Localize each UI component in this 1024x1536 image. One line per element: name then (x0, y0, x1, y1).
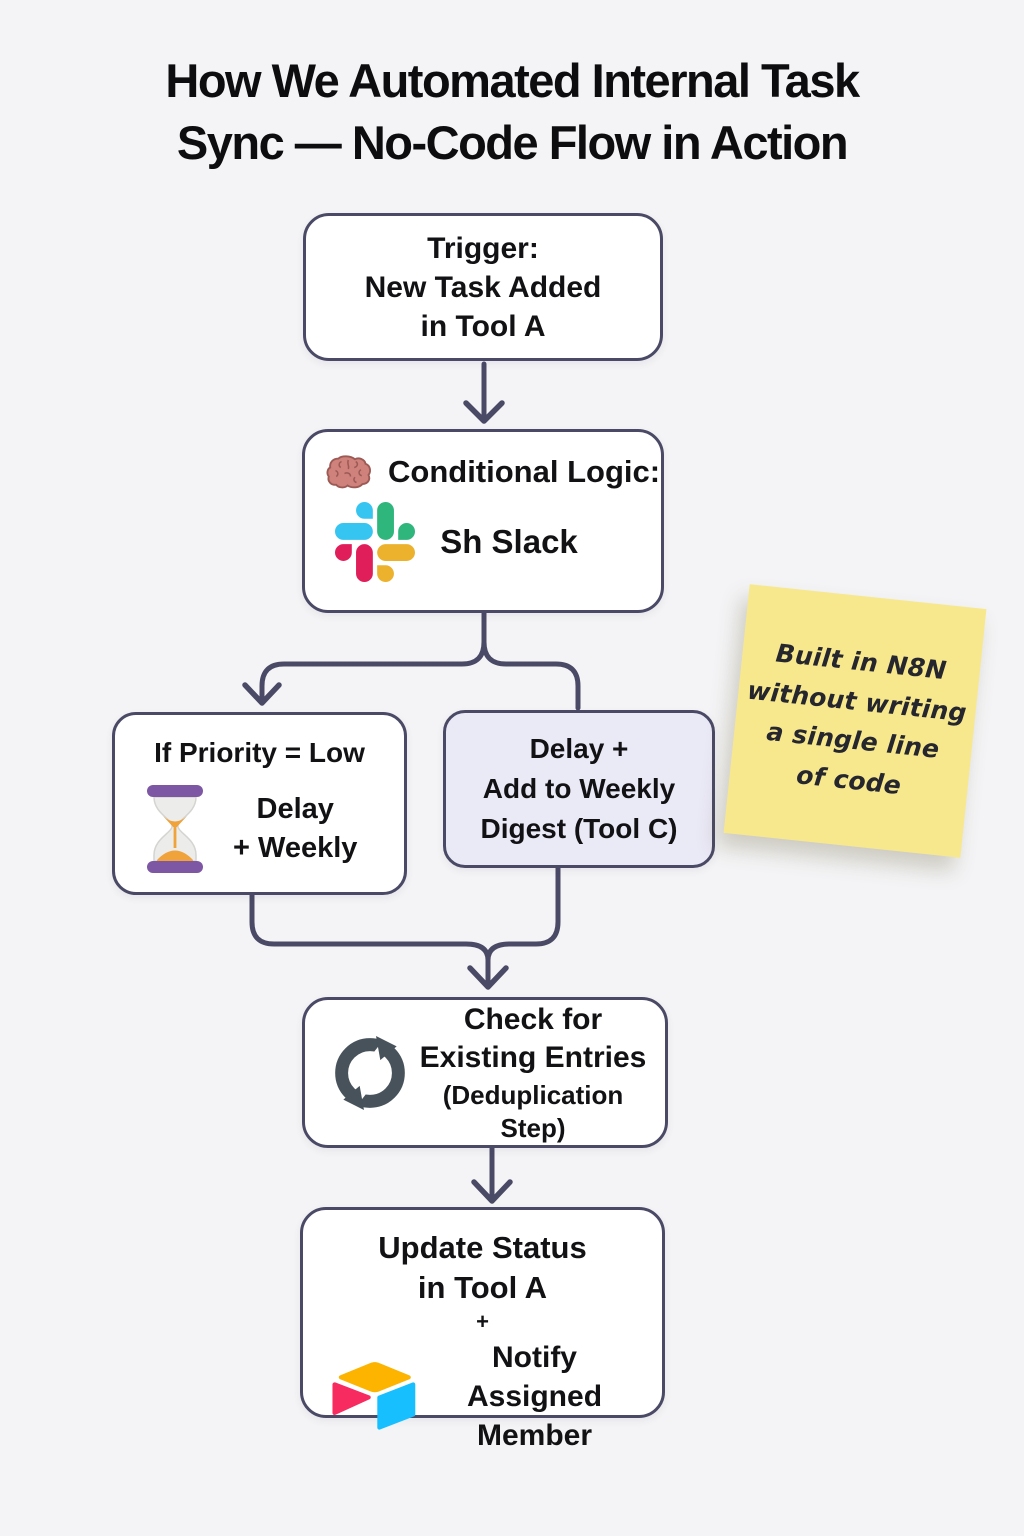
connector-dedup-to-update (471, 1145, 513, 1204)
arrowhead-icon (467, 965, 509, 990)
priority-line: Delay (256, 792, 334, 825)
priority-line: + Weekly (233, 832, 358, 864)
connector-fork-left (242, 610, 487, 706)
arrowhead-icon (471, 1179, 513, 1204)
connector-trigger-to-conditional (463, 361, 505, 424)
update-line: Notify Assigned (466, 1340, 603, 1413)
brain-icon (326, 455, 371, 489)
trigger-line: in Tool A (420, 309, 546, 343)
arrowhead-icon (242, 682, 282, 706)
trigger-line: Trigger: (427, 231, 539, 265)
dedup-line: Existing Entries (419, 1040, 647, 1074)
title-line-2: Sync — No-Code Flow in Action (176, 116, 849, 170)
slack-logo-icon (335, 502, 415, 582)
update-line: Member (476, 1418, 593, 1452)
digest-line: Digest (Tool C) (480, 813, 678, 845)
title-line-1: How We Automated Internal Task (165, 54, 860, 107)
digest-line: Add to Weekly (482, 772, 676, 804)
priority-title: If Priority = Low (154, 737, 365, 768)
update-plus: + (476, 1309, 489, 1335)
node-priority-low: If Priority = Low Delay + Weekly (112, 712, 407, 895)
hourglass-icon (147, 785, 203, 873)
connector-fork-right (481, 639, 581, 711)
trigger-line: New Task Added (364, 270, 602, 304)
node-dedup-check: Check for Existing Entries (Deduplicatio… (302, 997, 668, 1148)
node-update-status: Update Status in Tool A + Notify Assigne… (300, 1207, 665, 1452)
sticky-note: Built in N8N without writing a single li… (723, 584, 987, 858)
sync-refresh-icon (335, 1035, 405, 1110)
dedup-line: Check for (463, 1003, 603, 1036)
node-trigger: Trigger: New Task Added in Tool A (303, 213, 663, 361)
node-conditional-logic: Conditional Logic: Sh Slack (302, 429, 664, 613)
conditional-heading: Conditional Logic: (388, 454, 661, 489)
dedup-subline: (Deduplication Step) (442, 1080, 624, 1143)
digest-line: Delay + (529, 732, 629, 764)
node-weekly-digest: Delay + Add to Weekly Digest (Tool C) (443, 710, 715, 868)
airtable-logo-icon (332, 1362, 416, 1430)
update-line: Update Status (378, 1230, 587, 1265)
update-line: in Tool A (417, 1269, 548, 1305)
arrowhead-icon (463, 400, 505, 424)
conditional-service-label: Sh Slack (440, 523, 578, 560)
